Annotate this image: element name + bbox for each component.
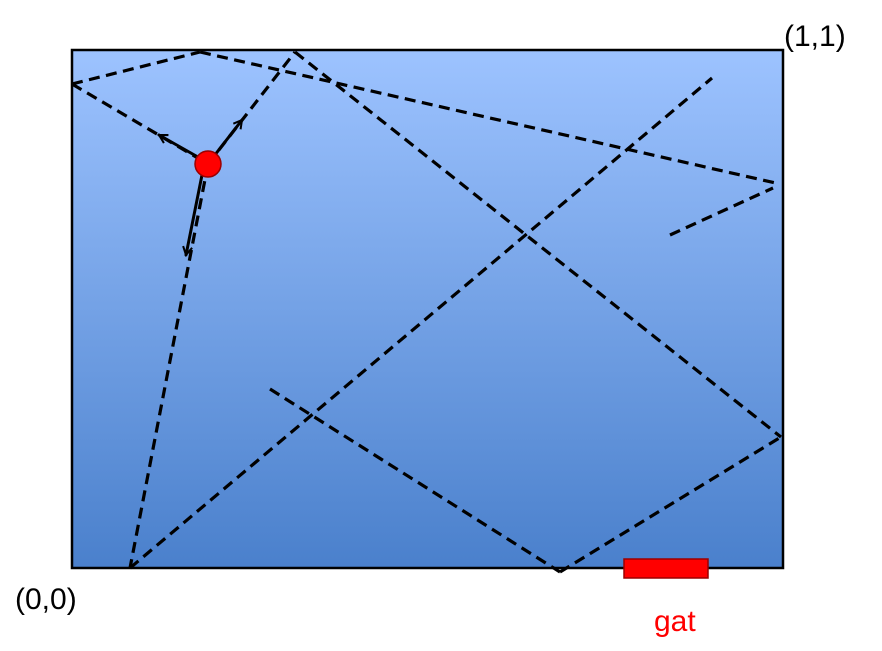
corner-label-bottom-left: (0,0) [15,583,77,616]
trajectory-segment [71,50,201,86]
trajectory-segment [559,435,782,574]
trajectory-segment [199,50,781,186]
exit-gate [623,558,709,579]
corner-label-top-right: (1,1) [784,20,846,53]
particle [194,150,222,178]
trajectory-segment [269,387,561,574]
domain-box [70,48,785,570]
trajectory-segment [128,163,210,569]
trajectory-segment [128,76,714,570]
arrow-down [186,168,205,255]
trajectory-segment [294,50,782,439]
gate-label: gat [654,605,696,638]
trajectory-segment [669,186,774,237]
